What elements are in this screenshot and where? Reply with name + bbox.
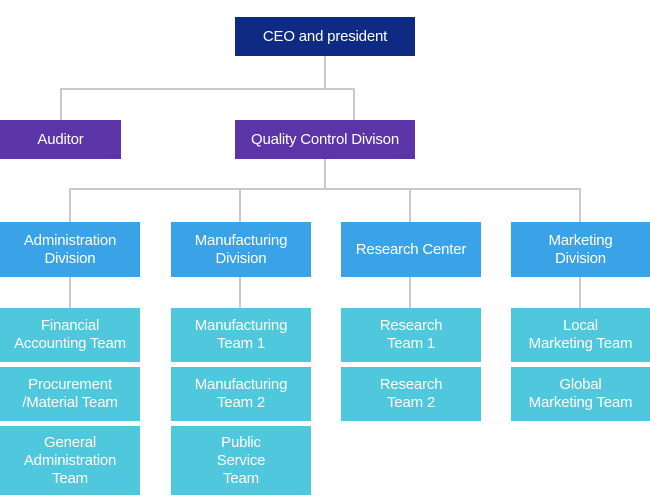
division-manufacturing: Manufacturing Division — [171, 222, 311, 277]
ceo-box: CEO and president — [235, 17, 415, 56]
connector-auditor — [60, 88, 62, 120]
connector-teams-4 — [579, 277, 581, 308]
team-manufacturing-2: Manufacturing Team 2 — [171, 367, 311, 421]
team-public-service: Public Service Team — [171, 426, 311, 495]
connector-division-1 — [69, 188, 71, 222]
team-manufacturing-1: Manufacturing Team 1 — [171, 308, 311, 362]
connector-divisions-horizontal — [69, 188, 581, 190]
team-research-1: Research Team 1 — [341, 308, 481, 362]
connector-teams-2 — [239, 277, 241, 308]
connector-division-3 — [409, 188, 411, 222]
division-research: Research Center — [341, 222, 481, 277]
team-local-marketing: Local Marketing Team — [511, 308, 650, 362]
division-administration: Administration Division — [0, 222, 140, 277]
division-marketing: Marketing Division — [511, 222, 650, 277]
team-procurement-material: Procurement /Material Team — [0, 367, 140, 421]
connector-teams-1 — [69, 277, 71, 308]
connector-division-4 — [579, 188, 581, 222]
connector-quality — [353, 88, 355, 120]
connector-division-2 — [239, 188, 241, 222]
connector-top-horizontal — [60, 88, 355, 90]
team-global-marketing: Global Marketing Team — [511, 367, 650, 421]
team-general-administration: General Administration Team — [0, 426, 140, 495]
auditor-box: Auditor — [0, 120, 121, 159]
team-research-2: Research Team 2 — [341, 367, 481, 421]
connector-teams-3 — [409, 277, 411, 308]
connector-ceo-down — [324, 56, 326, 89]
connector-quality-down — [324, 159, 326, 189]
quality-control-box: Quality Control Divison — [235, 120, 415, 159]
team-financial-accounting: Financial Accounting Team — [0, 308, 140, 362]
